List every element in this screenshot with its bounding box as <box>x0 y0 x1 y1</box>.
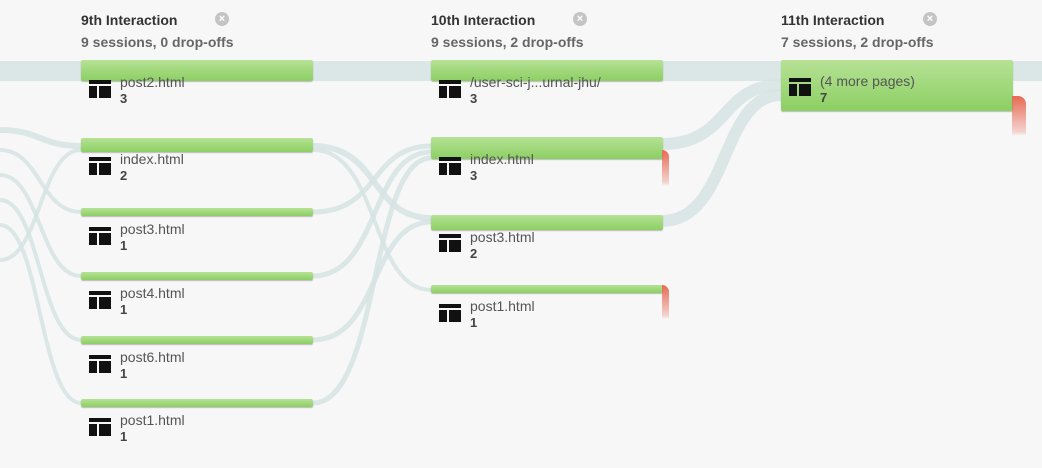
page-icon <box>89 355 111 373</box>
node-post3[interactable]: post3.html 1 <box>81 208 313 253</box>
node-index[interactable]: index.html 3 <box>431 137 663 183</box>
page-icon <box>789 78 811 96</box>
node-bar <box>781 60 1013 111</box>
node-count: 1 <box>120 302 128 317</box>
node-count: 3 <box>120 91 128 106</box>
dropoff-indicator[interactable] <box>662 150 669 186</box>
node-bar <box>431 215 663 230</box>
node-bar <box>81 399 313 407</box>
node-post3[interactable]: post3.html 2 <box>431 215 663 261</box>
node-label: index.html <box>120 151 184 167</box>
node-label: post2.html <box>120 74 185 90</box>
page-icon <box>439 80 461 98</box>
node-bar <box>81 208 313 216</box>
column-header-9th: 9th Interaction 9 sessions, 0 drop-offs … <box>81 10 341 52</box>
node-count: 3 <box>470 91 478 106</box>
column-subtitle: 9 sessions, 2 drop-offs <box>431 34 584 50</box>
column-title: 10th Interaction <box>431 12 536 28</box>
column-header-11th: 11th Interaction 7 sessions, 2 drop-offs… <box>781 10 1041 52</box>
node-label: post4.html <box>120 285 185 301</box>
node-post4[interactable]: post4.html 1 <box>81 272 313 317</box>
node-label: post1.html <box>470 298 535 314</box>
page-icon <box>89 80 111 98</box>
dropoff-indicator[interactable] <box>1012 96 1026 136</box>
close-circle-icon[interactable]: × <box>573 12 587 26</box>
page-icon <box>89 418 111 436</box>
page-icon <box>89 157 111 175</box>
node-4-more-pages[interactable]: (4 more pages) 7 <box>781 60 1013 112</box>
node-count: 2 <box>120 168 128 183</box>
page-icon <box>439 234 461 252</box>
node-bar <box>431 60 663 81</box>
node-label: /user-sci-j...urnal-jhu/ <box>470 74 601 90</box>
node-bar <box>81 138 313 152</box>
page-icon <box>89 227 111 245</box>
node-count: 1 <box>120 238 128 253</box>
page-icon <box>89 291 111 309</box>
column-subtitle: 9 sessions, 0 drop-offs <box>81 34 234 50</box>
node-count: 2 <box>470 246 478 261</box>
page-icon <box>439 157 461 175</box>
node-count: 1 <box>470 315 478 330</box>
node-label: index.html <box>470 151 534 167</box>
node-count: 3 <box>470 168 478 183</box>
column-title: 11th Interaction <box>781 12 885 28</box>
node-bar <box>81 336 313 344</box>
node-post1[interactable]: post1.html 1 <box>431 285 663 330</box>
node-bar <box>81 60 313 81</box>
close-circle-icon[interactable]: × <box>923 12 937 26</box>
node-count: 1 <box>120 366 128 381</box>
column-title: 9th Interaction <box>81 12 178 28</box>
node-bar <box>431 285 663 293</box>
dropoff-indicator[interactable] <box>662 285 669 319</box>
node-label: post3.html <box>470 229 535 245</box>
column-header-10th: 10th Interaction 9 sessions, 2 drop-offs… <box>431 10 691 52</box>
node-index[interactable]: index.html 2 <box>81 138 313 183</box>
node-user-sci-journal[interactable]: /user-sci-j...urnal-jhu/ 3 <box>431 60 663 106</box>
node-label: (4 more pages) <box>820 73 915 89</box>
node-label: post6.html <box>120 349 185 365</box>
node-post2[interactable]: post2.html 3 <box>81 60 313 106</box>
node-bar <box>431 137 663 159</box>
node-post1[interactable]: post1.html 1 <box>81 399 313 444</box>
node-bar <box>81 272 313 280</box>
node-count: 7 <box>820 90 828 105</box>
node-post6[interactable]: post6.html 1 <box>81 336 313 381</box>
close-circle-icon[interactable]: × <box>215 12 229 26</box>
node-label: post3.html <box>120 221 185 237</box>
column-subtitle: 7 sessions, 2 drop-offs <box>781 34 934 50</box>
page-icon <box>439 304 461 322</box>
node-label: post1.html <box>120 412 185 428</box>
node-count: 1 <box>120 429 128 444</box>
